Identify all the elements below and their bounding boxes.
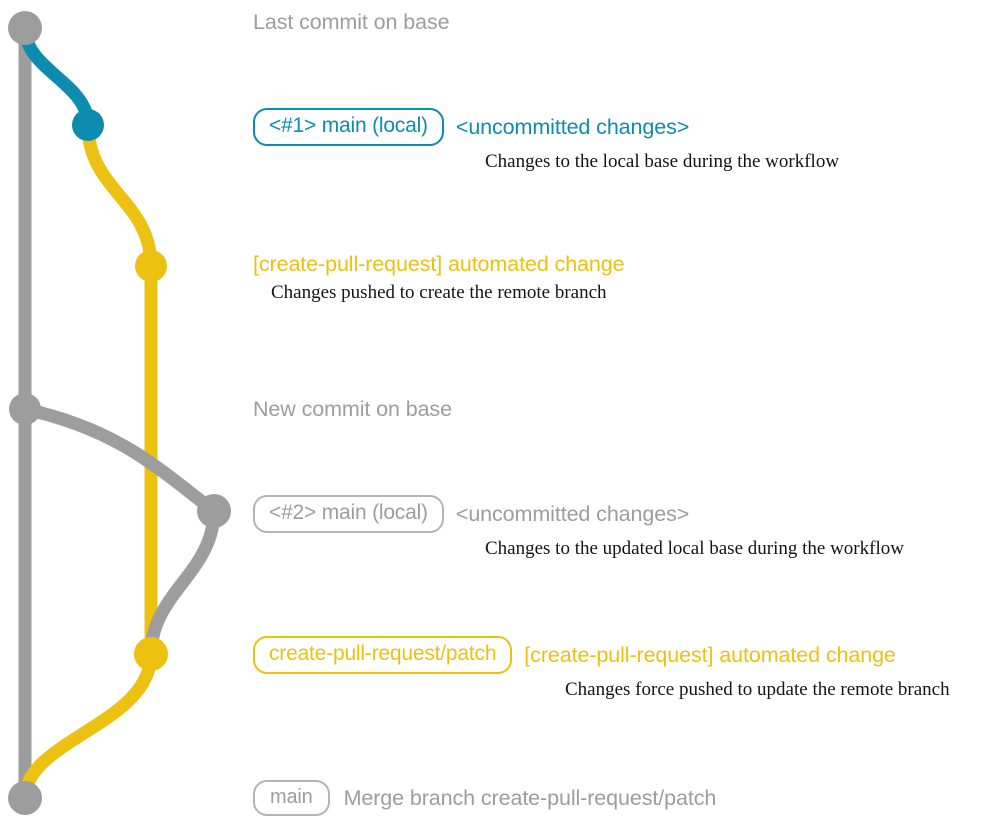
node-last-commit-on-base <box>8 11 42 45</box>
branch-label-create-pull-request-patch[interactable]: create-pull-request/patch <box>253 636 513 674</box>
node-new-commit-on-base <box>9 393 41 425</box>
node-merge-commit <box>8 781 42 815</box>
commit-row-headline-line: <#2> main (local) <uncommitted changes> <box>253 495 689 533</box>
node-local-uncommitted-1 <box>72 109 104 141</box>
commit-row-headline-line: main Merge branch create-pull-request/pa… <box>253 780 716 816</box>
commit-row-headline-line: New commit on base <box>253 396 452 422</box>
commit-row-new-commit: New commit on base <box>253 396 452 422</box>
node-automated-change-2 <box>134 637 168 671</box>
commit-row-local-1: <#1> main (local) <uncommitted changes> … <box>253 108 839 174</box>
commit-headline-automated-2: [create-pull-request] automated change <box>524 643 896 667</box>
commit-row-merge: main Merge branch create-pull-request/pa… <box>253 780 716 816</box>
commit-nodes <box>8 11 231 815</box>
branch-label-main[interactable]: main <box>253 780 330 816</box>
commit-row-headline-line: [create-pull-request] automated change <box>253 251 625 277</box>
branch-label-main-local-2[interactable]: <#2> main (local) <box>253 495 444 533</box>
commit-headline-local-1: <uncommitted changes> <box>455 115 690 139</box>
commit-headline-new-commit: New commit on base <box>253 397 452 421</box>
commit-row-last-commit: Last commit on base <box>253 9 450 35</box>
node-automated-change-1 <box>135 250 167 282</box>
edge-updated-base-to-patch <box>144 504 221 661</box>
commit-row-automated-1: [create-pull-request] automated change C… <box>253 251 625 305</box>
branch-label-main-local-1[interactable]: <#1> main (local) <box>253 108 444 146</box>
edge-local-to-patch <box>81 118 158 273</box>
commit-description-local-2: Changes to the updated local base during… <box>485 538 904 559</box>
edge-patch-to-merge <box>18 647 158 805</box>
commit-headline-local-2: <uncommitted changes> <box>455 502 690 526</box>
commit-description-automated-2: Changes force pushed to update the remot… <box>565 679 950 700</box>
commit-row-headline-line: <#1> main (local) <uncommitted changes> <box>253 108 689 146</box>
commit-headline-merge: Merge branch create-pull-request/patch <box>343 786 717 810</box>
commit-description-automated-1: Changes pushed to create the remote bran… <box>271 282 607 303</box>
edge-base-to-updated-base <box>18 402 221 518</box>
commit-row-headline-line: create-pull-request/patch [create-pull-r… <box>253 636 896 674</box>
commit-row-headline-line: Last commit on base <box>253 9 450 35</box>
commit-headline-last-commit: Last commit on base <box>253 10 450 34</box>
commit-headline-automated-1: [create-pull-request] automated change <box>253 252 625 276</box>
commit-row-local-2: <#2> main (local) <uncommitted changes> … <box>253 495 904 561</box>
node-local-uncommitted-2 <box>197 494 231 528</box>
commit-row-automated-2: create-pull-request/patch [create-pull-r… <box>253 636 950 702</box>
commit-description-local-1: Changes to the local base during the wor… <box>485 151 840 172</box>
